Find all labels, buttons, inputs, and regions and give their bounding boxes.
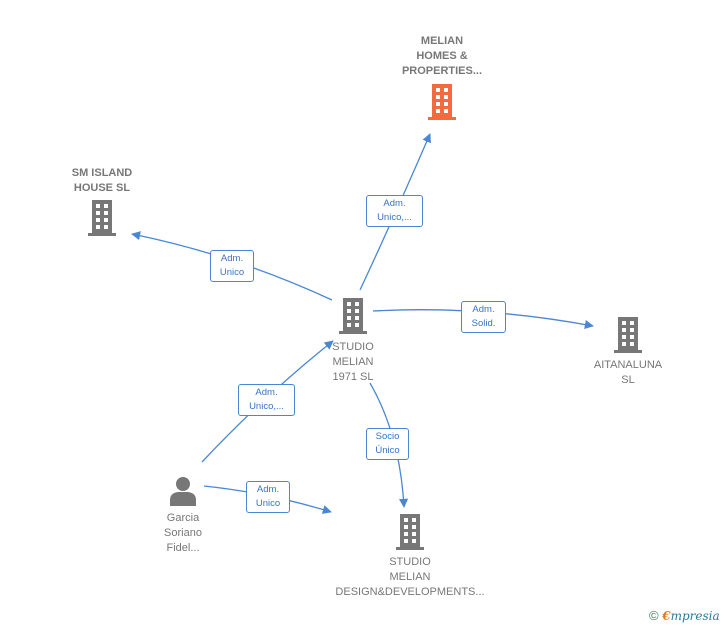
building-icon xyxy=(396,514,424,550)
label-line: AITANALUNA xyxy=(593,359,663,371)
node-label: MELIAN HOMES & PROPERTIES... xyxy=(382,34,502,79)
edge-label-to-sm-island[interactable]: Adm. Unico xyxy=(210,250,254,282)
label-line: SM ISLAND xyxy=(71,167,133,179)
building-icon xyxy=(339,298,367,334)
edge-label-garcia-to-design[interactable]: Adm. Unico xyxy=(246,481,290,513)
label-line: 1971 SL xyxy=(332,371,374,383)
edge-label-line: Unico,... xyxy=(377,212,412,223)
node-label: STUDIO MELIAN 1971 SL xyxy=(313,340,393,385)
label-line: SL xyxy=(621,374,635,386)
edge-label-garcia-to-studio[interactable]: Adm. Unico,... xyxy=(238,384,295,416)
label-line: HOUSE SL xyxy=(73,182,131,194)
edge-label-line: Adm. xyxy=(472,304,495,315)
node-label: Garcia Soriano Fidel... xyxy=(148,511,218,556)
label-line: Fidel... xyxy=(166,542,200,554)
brand-name: mpresia xyxy=(670,609,720,623)
label-line: PROPERTIES... xyxy=(401,65,483,77)
edge-label-line: Adm. xyxy=(383,198,406,209)
edge-label-line: Socio xyxy=(375,431,400,442)
building-icon xyxy=(428,84,456,120)
person-icon xyxy=(170,477,196,506)
label-line: Garcia xyxy=(166,512,200,524)
edge-label-to-melian-homes[interactable]: Adm. Unico,... xyxy=(366,195,423,227)
copyright-icon: © xyxy=(649,608,659,623)
edge-label-line: Adm. xyxy=(255,387,278,398)
building-icon xyxy=(614,317,642,353)
label-line: STUDIO xyxy=(389,556,431,568)
label-line: Soriano xyxy=(164,527,202,539)
edge-label-line: Adm. xyxy=(220,253,244,264)
node-label: AITANALUNA SL xyxy=(583,358,673,388)
edge-label-line: Unico xyxy=(255,498,281,509)
label-line: MELIAN xyxy=(389,571,431,583)
edge-label-line: Único xyxy=(375,445,400,456)
empresia-footer[interactable]: © €mpresia xyxy=(649,608,720,623)
edge-label-line: Adm. xyxy=(256,484,280,495)
brand-initial: € xyxy=(662,609,671,623)
edge-label-to-aitanaluna[interactable]: Adm. Solid. xyxy=(461,301,506,333)
label-line: MELIAN xyxy=(420,35,464,47)
edge-label-line: Unico xyxy=(219,267,245,278)
brand-logo: €mpresia xyxy=(662,609,719,623)
node-label: SM ISLAND HOUSE SL xyxy=(52,166,152,196)
node-label: STUDIO MELIAN DESIGN&DEVELOPMENTS... xyxy=(325,555,495,600)
label-line: HOMES & xyxy=(416,50,468,62)
label-line: STUDIO xyxy=(332,341,374,353)
edge-label-line: Solid. xyxy=(471,318,496,329)
edge-label-to-studio-design[interactable]: Socio Único xyxy=(366,428,409,460)
building-icon xyxy=(88,200,116,236)
edge-label-line: Unico,... xyxy=(249,401,284,412)
label-line: MELIAN xyxy=(332,356,374,368)
label-line: DESIGN&DEVELOPMENTS... xyxy=(335,586,485,598)
